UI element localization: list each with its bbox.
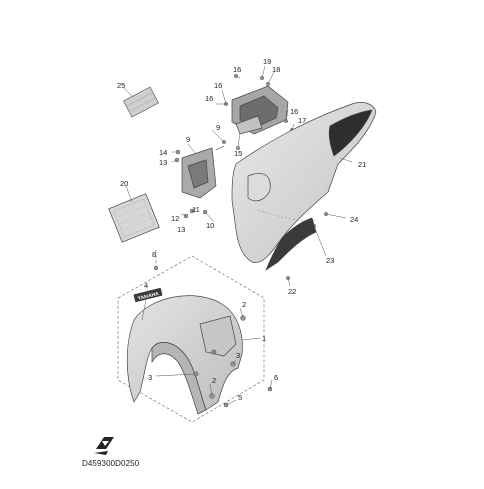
callout-15: 15 — [234, 149, 242, 158]
drawing-code: D459300D0250 — [82, 459, 140, 468]
callout-14: 14 — [159, 148, 167, 157]
panel-26 — [123, 86, 159, 118]
callout-2-top: 2 — [242, 300, 246, 309]
callout-24: 23 — [326, 256, 334, 265]
callout-3-right: 3 — [236, 351, 240, 360]
callout-16-a: 16 — [233, 65, 241, 74]
leader-lines — [123, 65, 353, 406]
callout-18: 17 — [298, 116, 306, 125]
callout-9-bottom: 10 — [206, 221, 214, 230]
callout-4: 4 — [144, 281, 148, 290]
callout-5: 5 — [238, 393, 242, 402]
callout-17: 16 — [290, 107, 298, 116]
fender-fasteners — [153, 265, 273, 408]
callout-21: 20 — [120, 179, 128, 188]
callout-13: 13 — [159, 158, 167, 167]
callout-1: 1 — [262, 334, 266, 343]
callout-23: 22 — [288, 287, 296, 296]
bracket-8 — [181, 145, 225, 199]
callout-2-bottom: 2 — [212, 376, 216, 385]
callout-10: 11 — [192, 205, 200, 214]
callout-labels: 25 20 9 14 13 9 10 11 12 13 16 16 16 15 … — [117, 57, 366, 402]
callout-25: 24 — [350, 215, 358, 224]
callout-3-left: 3 — [148, 373, 152, 382]
yamaha-decal: YAMAHA — [133, 287, 163, 303]
bracket-16 — [231, 85, 289, 135]
callout-22: 21 — [358, 160, 366, 169]
fender-group-outline — [117, 255, 265, 423]
callout-6: 6 — [274, 373, 278, 382]
direction-arrow-icon — [94, 437, 114, 455]
callout-12: 13 — [177, 225, 185, 234]
panel-21 — [108, 193, 160, 243]
callout-8: 9 — [186, 135, 190, 144]
callout-20: 19 — [263, 57, 271, 66]
front-cowl — [231, 102, 377, 271]
decal-text: YAMAHA — [137, 291, 160, 302]
front-fender — [126, 295, 243, 415]
callout-26: 25 — [117, 81, 125, 90]
callout-16-b: 16 — [214, 81, 222, 90]
callout-9-top: 9 — [216, 123, 220, 132]
callout-7: 8 — [152, 250, 156, 259]
callout-16-c: 16 — [205, 94, 213, 103]
callout-11: 12 — [171, 214, 179, 223]
callout-19: 18 — [272, 65, 280, 74]
